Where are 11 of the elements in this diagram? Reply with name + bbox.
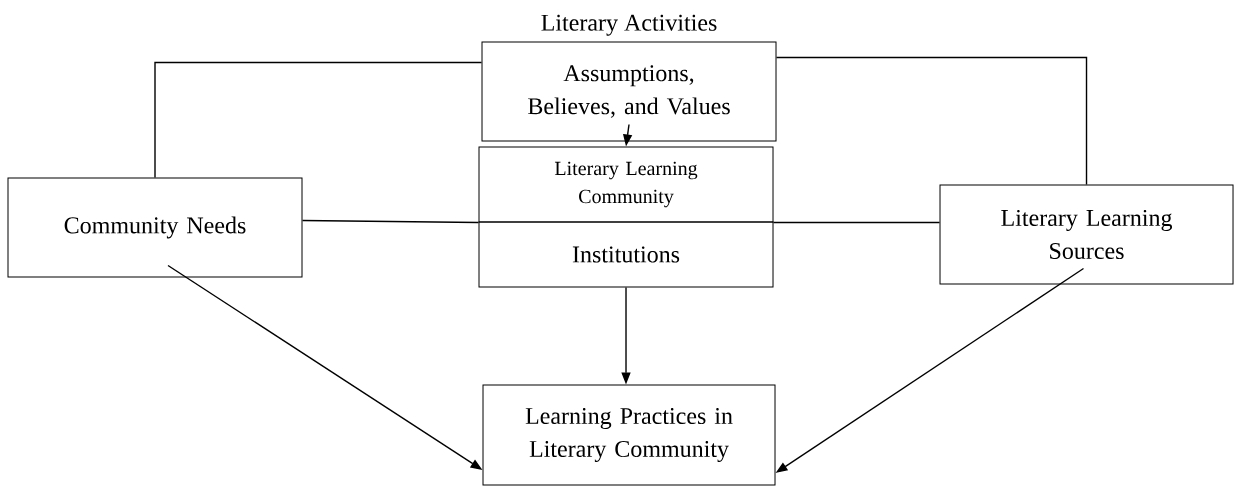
box-heading: Literary Activities — [541, 14, 717, 36]
box: Learning Practices in Literary Community — [482, 384, 776, 486]
connector — [154, 61, 483, 179]
box: Literary Learning Sources — [939, 184, 1234, 285]
connector — [772, 221, 941, 224]
box: Assumptions, Believes, and Values — [481, 41, 777, 142]
box: Community Needs — [7, 177, 303, 278]
connector — [301, 219, 480, 224]
box: Institutions — [478, 221, 774, 288]
box: Literary Learning Community — [478, 146, 774, 223]
connector — [775, 56, 1088, 186]
